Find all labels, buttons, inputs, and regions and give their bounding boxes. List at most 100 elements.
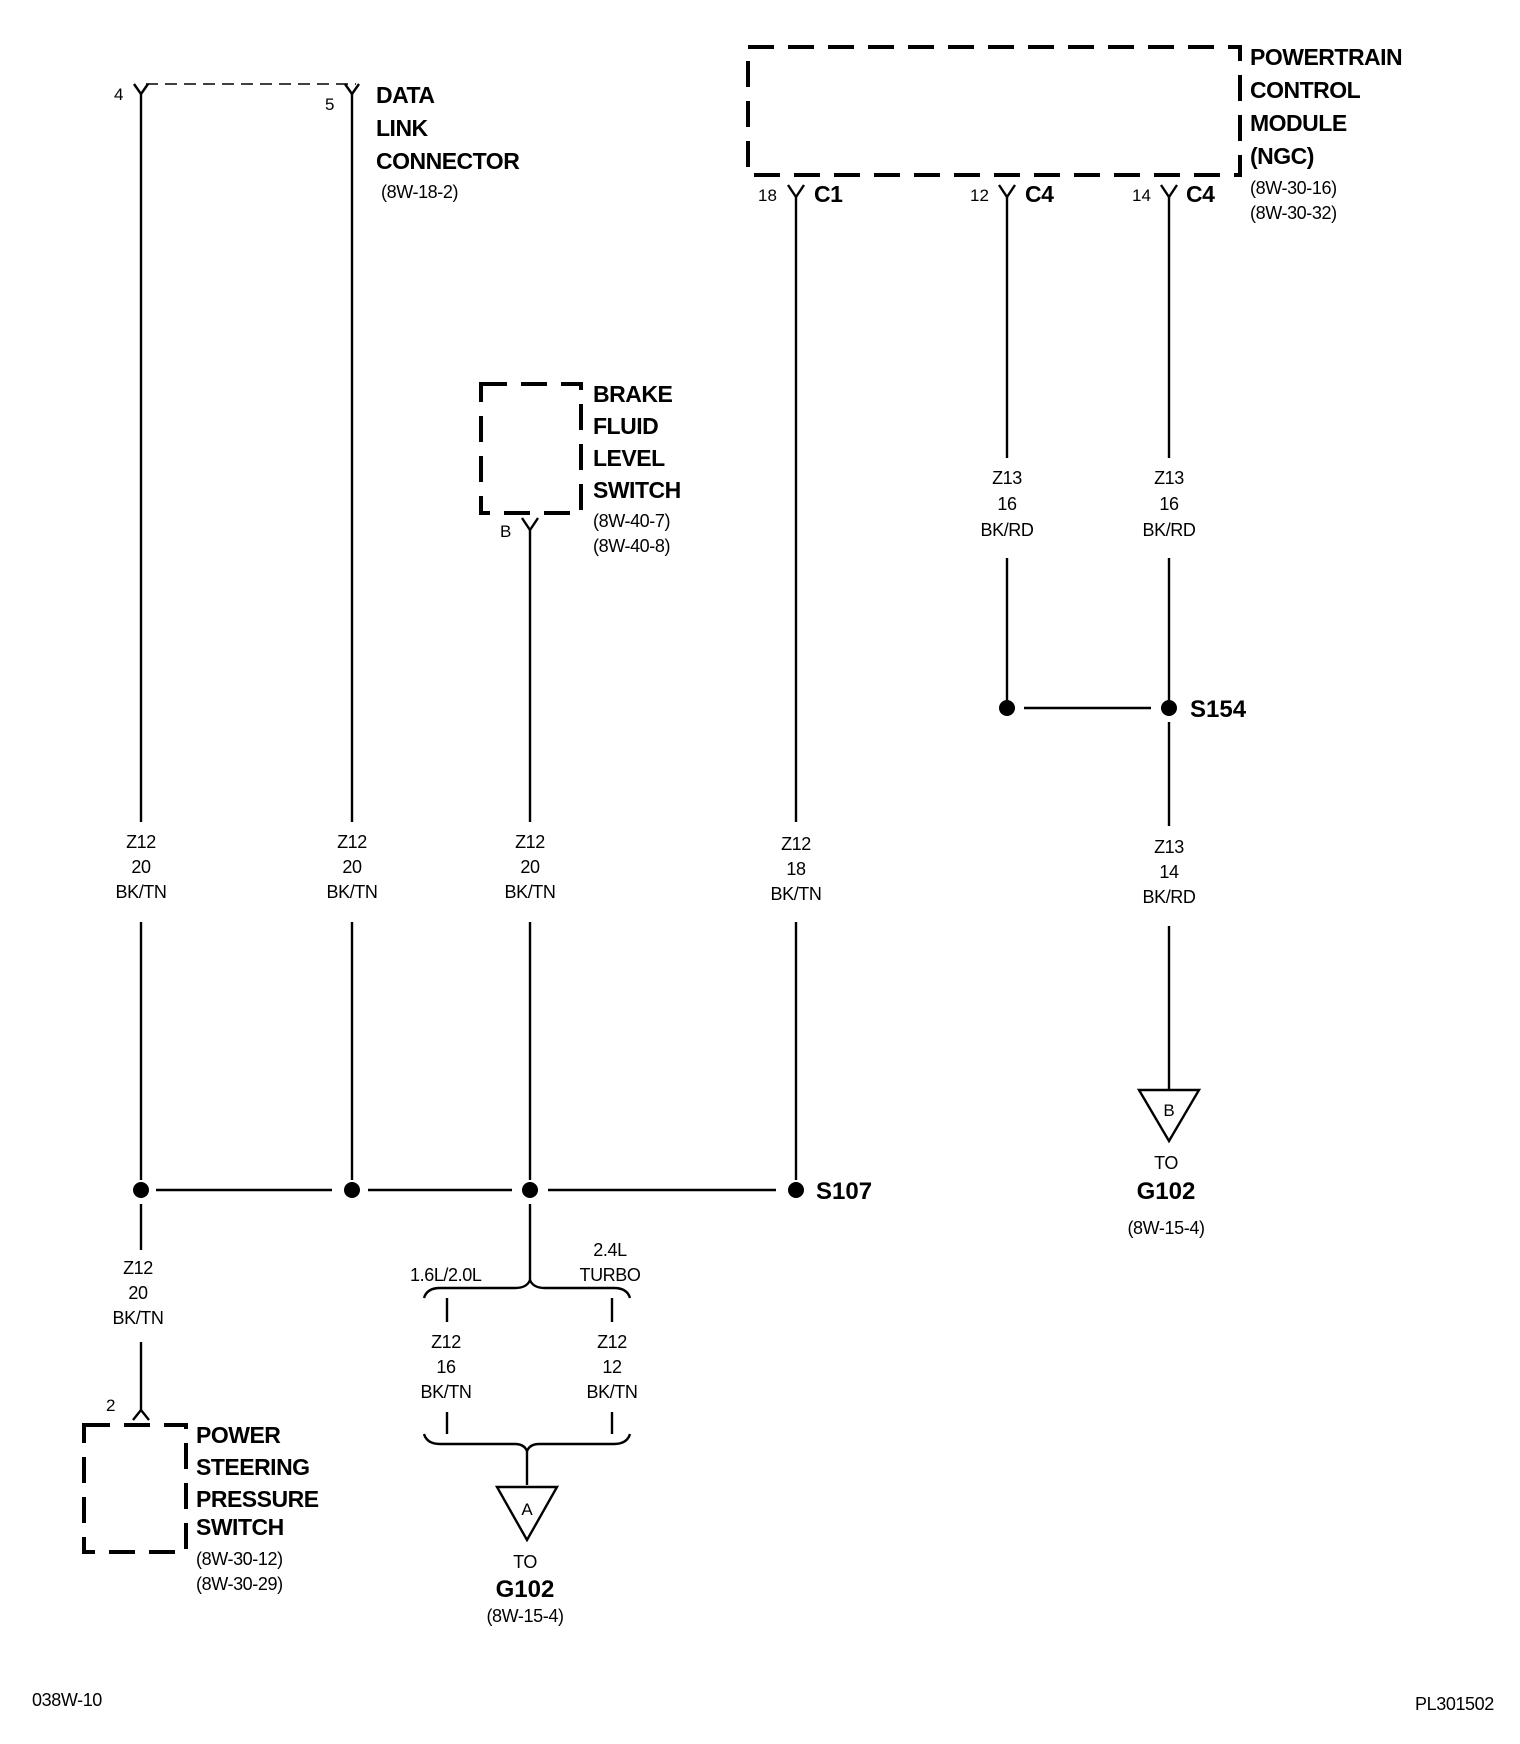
ps-name-line2: STEERING — [196, 1454, 310, 1480]
wire10-gauge: 12 — [602, 1357, 622, 1377]
splice-dot — [788, 1182, 804, 1198]
ground-b-ref: (8W-15-4) — [1127, 1218, 1204, 1238]
wire1-gauge: 20 — [131, 857, 151, 877]
wire-labels: Z12 20 BK/TN Z12 20 BK/TN Z12 20 BK/TN Z… — [112, 468, 1196, 1402]
ground-a-triangle-icon — [494, 1485, 560, 1543]
ground-a: A TO G102 (8W-15-4) — [486, 1485, 564, 1626]
wire3-color: BK/TN — [504, 882, 555, 902]
ground-b-to: TO — [1154, 1153, 1178, 1173]
dlc-name-line2: LINK — [376, 115, 429, 141]
pcm-name-line4: (NGC) — [1250, 143, 1314, 169]
data-link-connector: 4 5 DATA LINK CONNECTOR (8W-18-2) — [114, 82, 521, 202]
option-left-label: 1.6L/2.0L — [410, 1265, 482, 1285]
ps-name-line4: SWITCH — [196, 1514, 284, 1540]
wire8-gauge: 20 — [128, 1283, 148, 1303]
wire7-gauge: 14 — [1159, 862, 1179, 882]
ps-name-line1: POWER — [196, 1422, 281, 1448]
option-right-label-line1: 2.4L — [593, 1240, 627, 1260]
splice-dot — [522, 1182, 538, 1198]
wire5-color: BK/RD — [980, 520, 1033, 540]
splice-s107-label: S107 — [816, 1178, 872, 1205]
ground-a-to: TO — [513, 1552, 537, 1572]
brake-pin-b: B — [500, 522, 511, 541]
page-code-left: 038W-10 — [32, 1690, 102, 1710]
ps-pin2-fork-icon — [132, 1408, 150, 1421]
wire6-gauge: 16 — [1159, 494, 1179, 514]
dlc-pin5-fork-icon — [344, 83, 360, 97]
pcm-conn-c1: C1 — [814, 181, 843, 207]
wire8-color: BK/TN — [112, 1308, 163, 1328]
splice-s154: S154 — [999, 696, 1247, 723]
wire6-color: BK/RD — [1142, 520, 1195, 540]
pcm-pin-12: 12 — [970, 186, 989, 205]
pcm-pin14-fork-icon — [1160, 184, 1178, 200]
power-steering-pressure-switch: 2 POWER STEERING PRESSURE SWITCH (8W-30-… — [82, 1396, 319, 1594]
pcm-conn-c4-b: C4 — [1186, 181, 1215, 207]
powertrain-control-module: POWERTRAIN CONTROL MODULE (NGC) (8W-30-1… — [746, 44, 1403, 223]
bottom-brace — [422, 1433, 632, 1455]
wire-segments — [139, 94, 1171, 1485]
pcm-conn-c4-a: C4 — [1025, 181, 1054, 207]
wire2-gauge: 20 — [342, 857, 362, 877]
pcm-name-line2: CONTROL — [1250, 77, 1361, 103]
ground-b-triangle-icon — [1136, 1088, 1202, 1144]
wire4-gauge: 18 — [786, 859, 806, 879]
pcm-pin-14: 14 — [1132, 186, 1151, 205]
option-right-label-line2: TURBO — [579, 1265, 640, 1285]
wire3-gauge: 20 — [520, 857, 540, 877]
engine-option-brace: 1.6L/2.0L 2.4L TURBO — [410, 1240, 641, 1455]
ground-b-name: G102 — [1137, 1178, 1196, 1205]
wire4-color: BK/TN — [770, 884, 821, 904]
ground-a-letter: A — [521, 1500, 533, 1519]
dlc-ref: (8W-18-2) — [381, 182, 458, 202]
pcm-name-line1: POWERTRAIN — [1250, 44, 1402, 70]
wire2-color: BK/TN — [326, 882, 377, 902]
wire9-color: BK/TN — [420, 1382, 471, 1402]
ground-a-name: G102 — [496, 1576, 555, 1603]
pcm-pin18-fork-icon — [787, 184, 805, 200]
brake-name-line3: LEVEL — [593, 445, 665, 471]
dlc-name-line3: CONNECTOR — [376, 148, 520, 174]
splice-dot — [1161, 700, 1177, 716]
brake-fluid-level-switch: BRAKE FLUID LEVEL SWITCH (8W-40-7) (8W-4… — [479, 381, 681, 556]
brake-name-line4: SWITCH — [593, 477, 681, 503]
brake-name-line1: BRAKE — [593, 381, 672, 407]
pcm-dashed-outline — [746, 45, 1242, 177]
ps-name-line3: PRESSURE — [196, 1486, 319, 1512]
ground-b: B TO G102 (8W-15-4) — [1127, 1088, 1205, 1238]
ps-ref-1: (8W-30-12) — [196, 1549, 283, 1569]
ground-a-ref: (8W-15-4) — [486, 1606, 563, 1626]
wire3-circuit: Z12 — [515, 832, 545, 852]
wire8-circuit: Z12 — [123, 1258, 153, 1278]
dlc-pin4-fork-icon — [133, 83, 149, 97]
brake-pinB-fork-icon — [521, 517, 539, 533]
brake-ref-1: (8W-40-7) — [593, 511, 670, 531]
wire10-circuit: Z12 — [597, 1332, 627, 1352]
wire7-color: BK/RD — [1142, 887, 1195, 907]
wire9-gauge: 16 — [436, 1357, 456, 1377]
splice-dot — [133, 1182, 149, 1198]
pcm-name-line3: MODULE — [1250, 110, 1347, 136]
wire2-circuit: Z12 — [337, 832, 367, 852]
splice-dot — [999, 700, 1015, 716]
wire5-circuit: Z13 — [992, 468, 1022, 488]
pcm-ref-2: (8W-30-32) — [1250, 203, 1337, 223]
wire6-circuit: Z13 — [1154, 468, 1184, 488]
wire4-circuit: Z12 — [781, 834, 811, 854]
pcm-ref-1: (8W-30-16) — [1250, 178, 1337, 198]
splice-dot — [344, 1182, 360, 1198]
wire7-circuit: Z13 — [1154, 837, 1184, 857]
ps-pin-2: 2 — [106, 1396, 115, 1415]
brake-switch-dashed-outline — [479, 382, 583, 515]
dlc-name-line1: DATA — [376, 82, 434, 108]
dlc-pin-4: 4 — [114, 85, 123, 104]
wire1-circuit: Z12 — [126, 832, 156, 852]
brake-ref-2: (8W-40-8) — [593, 536, 670, 556]
ps-ref-2: (8W-30-29) — [196, 1574, 283, 1594]
splice-s107: S107 — [133, 1178, 872, 1205]
pcm-pin12-fork-icon — [998, 184, 1016, 200]
wire5-gauge: 16 — [997, 494, 1017, 514]
top-brace — [422, 1276, 632, 1299]
ps-switch-dashed-outline — [82, 1423, 188, 1554]
